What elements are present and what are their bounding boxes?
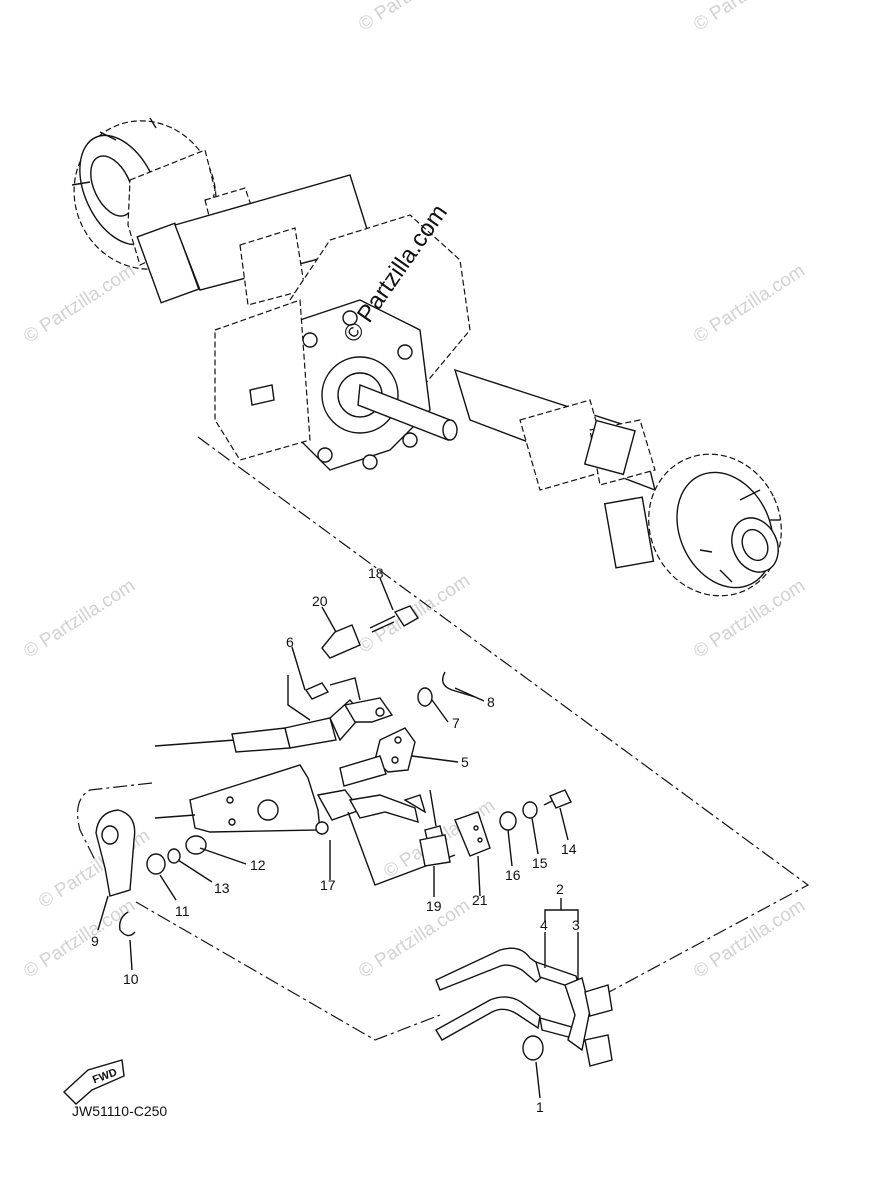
callout-12: 12 — [250, 857, 266, 873]
callout-10: 10 — [123, 971, 139, 987]
fwd-arrow-icon: FWD — [62, 1059, 125, 1105]
callout-8: 8 — [487, 694, 495, 710]
diagram-code: JW51110-C250 — [72, 1103, 168, 1119]
callout-5: 5 — [461, 754, 469, 770]
callout-18: 18 — [368, 565, 384, 581]
rear-axle-assembly — [71, 117, 782, 597]
callout-20: 20 — [312, 593, 328, 609]
shift-linkage — [95, 577, 613, 1099]
callout-11: 11 — [175, 903, 190, 919]
callout-1: 1 — [536, 1099, 544, 1115]
callout-16: 16 — [505, 867, 521, 883]
callout-2: 2 — [556, 881, 564, 897]
callout-15: 15 — [532, 855, 548, 871]
reference-lines — [77, 436, 810, 1041]
callout-13: 13 — [214, 880, 230, 896]
callout-7: 7 — [452, 715, 460, 731]
callout-3: 3 — [572, 917, 580, 933]
callout-21: 21 — [472, 892, 488, 908]
callout-9: 9 — [91, 933, 99, 949]
callout-14: 14 — [561, 841, 577, 857]
callout-19: 19 — [426, 898, 442, 914]
callout-6: 6 — [286, 634, 294, 650]
callout-17: 17 — [320, 877, 336, 893]
callout-4: 4 — [540, 917, 548, 933]
